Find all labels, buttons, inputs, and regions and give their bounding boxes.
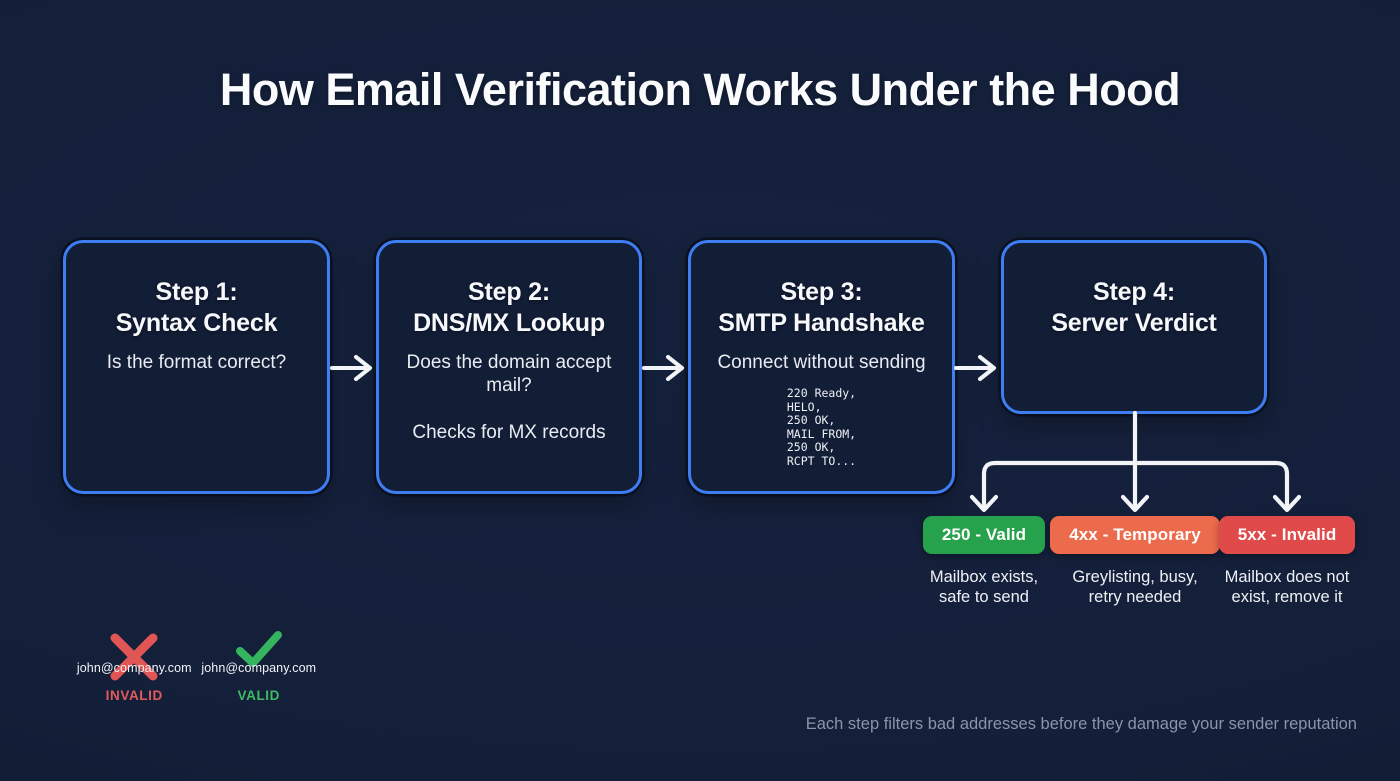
valid-email-text: john@company.com [201, 661, 317, 675]
syntax-examples: john@company.com INVALID john@company.co… [72, 631, 321, 703]
branch-connector-icon [969, 410, 1302, 513]
invalid-example: john@company.com INVALID [72, 631, 197, 703]
verdict-valid: 250 - Valid Mailbox exists, safe to send [896, 516, 1072, 607]
valid-example: john@company.com VALID [197, 631, 322, 703]
verdict-invalid-badge: 5xx - Invalid [1218, 516, 1356, 554]
flow-arrow-icon [642, 355, 684, 381]
verdict-valid-caption: Mailbox exists, safe to send [929, 568, 1039, 606]
step-1-heading: Step 1: Syntax Check [115, 278, 278, 337]
footer-note: Each step filters bad addresses before t… [805, 715, 1357, 733]
valid-label: VALID [237, 688, 280, 703]
step-4-box: Step 4: Server Verdict [1001, 240, 1267, 414]
step-1-box: Step 1: Syntax Check Is the format corre… [63, 240, 330, 703]
step-1-question: Is the format correct? [106, 352, 287, 373]
step-3-heading: Step 3: SMTP Handshake [718, 278, 925, 337]
flow-arrow-icon [330, 355, 372, 381]
step-4-heading: Step 4: Server Verdict [1051, 278, 1217, 337]
step-3-question: Connect without sending [717, 352, 926, 373]
verdict-temporary: 4xx - Temporary Greylisting, busy, retry… [1047, 516, 1223, 607]
invalid-label: INVALID [105, 688, 163, 703]
step-2-question: Does the domain accept mail? [406, 352, 612, 396]
step-2-note: Checks for MX records [412, 422, 606, 443]
smtp-log-block: 220 Ready, HELO, 250 OK, MAIL FROM, 250 … [691, 386, 952, 470]
invalid-cross-icon [110, 633, 158, 681]
verdict-valid-badge: 250 - Valid [922, 516, 1046, 554]
verdict-temporary-caption: Greylisting, busy, retry needed [1072, 568, 1198, 606]
verdict-invalid-caption: Mailbox does not exist, remove it [1224, 568, 1350, 606]
valid-check-icon [235, 631, 282, 667]
smtp-log-text: 220 Ready, HELO, 250 OK, MAIL FROM, 250 … [786, 386, 857, 468]
step-2-heading: Step 2: DNS/MX Lookup [413, 278, 605, 337]
step-3-box: Step 3: SMTP Handshake Connect without s… [688, 240, 955, 494]
step-2-box: Step 2: DNS/MX Lookup Does the domain ac… [376, 240, 642, 494]
verdict-invalid: 5xx - Invalid Mailbox does not exist, re… [1199, 516, 1375, 607]
page-title: How Email Verification Works Under the H… [219, 64, 1181, 115]
verdict-temporary-badge: 4xx - Temporary [1050, 516, 1220, 554]
flow-arrow-icon [954, 355, 996, 381]
invalid-email-text: john@company.com [76, 661, 192, 675]
